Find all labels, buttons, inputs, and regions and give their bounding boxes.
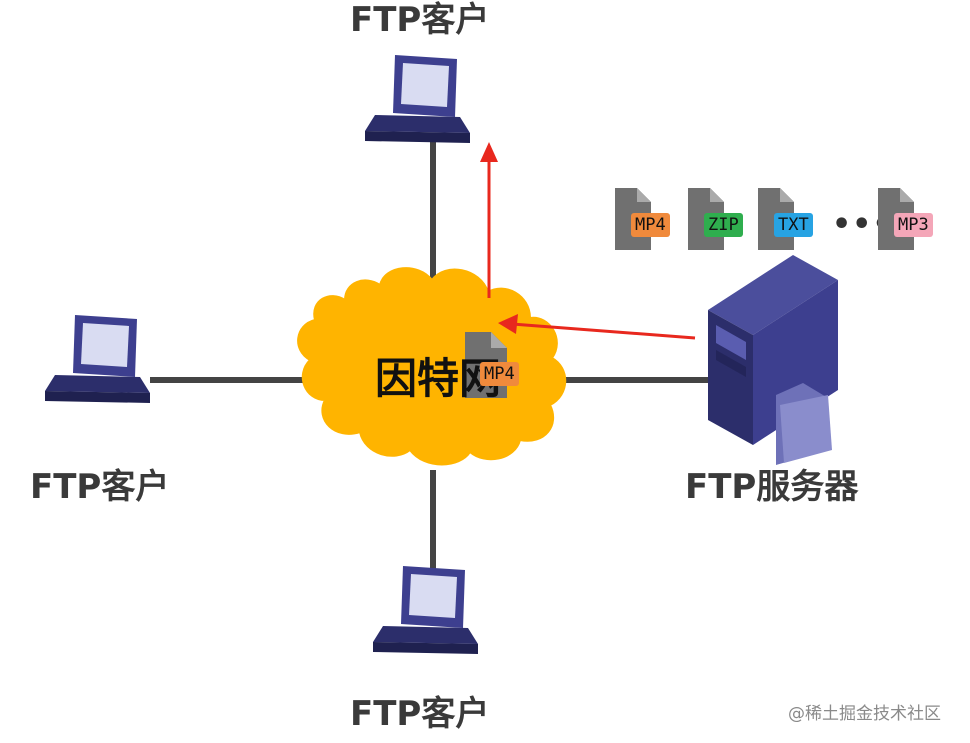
internet-cloud xyxy=(297,267,567,466)
client-top-label: FTP客户 xyxy=(350,0,490,40)
client-top-computer-icon xyxy=(365,55,470,143)
file-ext-tag: TXT xyxy=(774,213,813,237)
file-ext-tag: ZIP xyxy=(704,213,743,237)
file-ext-tag: MP3 xyxy=(894,213,933,237)
client-bottom-computer-icon xyxy=(373,566,478,654)
client-left-computer-icon xyxy=(45,315,150,403)
download-arrows xyxy=(480,142,696,340)
server-file-zip: ZIP xyxy=(688,188,758,252)
server-file-mp4: MP4 xyxy=(615,188,685,252)
ftp-server-icon xyxy=(708,255,838,465)
file-ext-tag: MP4 xyxy=(631,213,670,237)
server-label: FTP服务器 xyxy=(685,467,859,507)
server-file-txt: TXT xyxy=(758,188,828,252)
client-left-label: FTP客户 xyxy=(30,467,170,507)
client-bottom-label: FTP客户 xyxy=(350,694,490,734)
cloud-file-tag: MP4 xyxy=(480,362,519,386)
server-file-mp3: MP3 xyxy=(878,188,948,252)
watermark: @稀土掘金技术社区 xyxy=(788,704,941,724)
